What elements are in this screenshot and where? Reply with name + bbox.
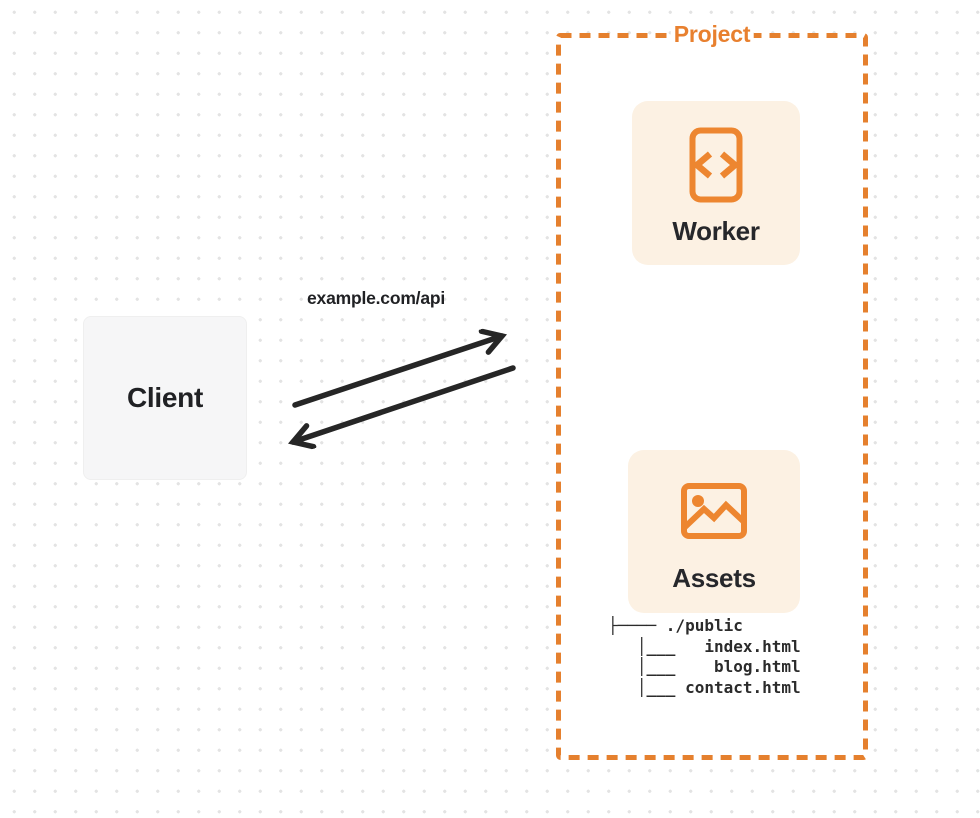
- response-arrow: [293, 365, 516, 442]
- project-label: Project: [670, 21, 754, 48]
- request-url-label: example.com/api: [307, 288, 446, 308]
- code-icon: [689, 127, 743, 203]
- request-response-arrows: [278, 318, 516, 454]
- assets-node: Assets: [628, 450, 800, 613]
- worker-label: Worker: [672, 216, 760, 246]
- worker-node: Worker: [632, 101, 800, 265]
- assets-label: Assets: [672, 563, 756, 593]
- file-tree: ├──── ./public │___ index.html │___ blog…: [608, 616, 801, 697]
- client-node: Client: [83, 316, 247, 480]
- request-arrow: [292, 336, 502, 408]
- image-icon: [681, 483, 747, 539]
- client-label: Client: [127, 382, 203, 413]
